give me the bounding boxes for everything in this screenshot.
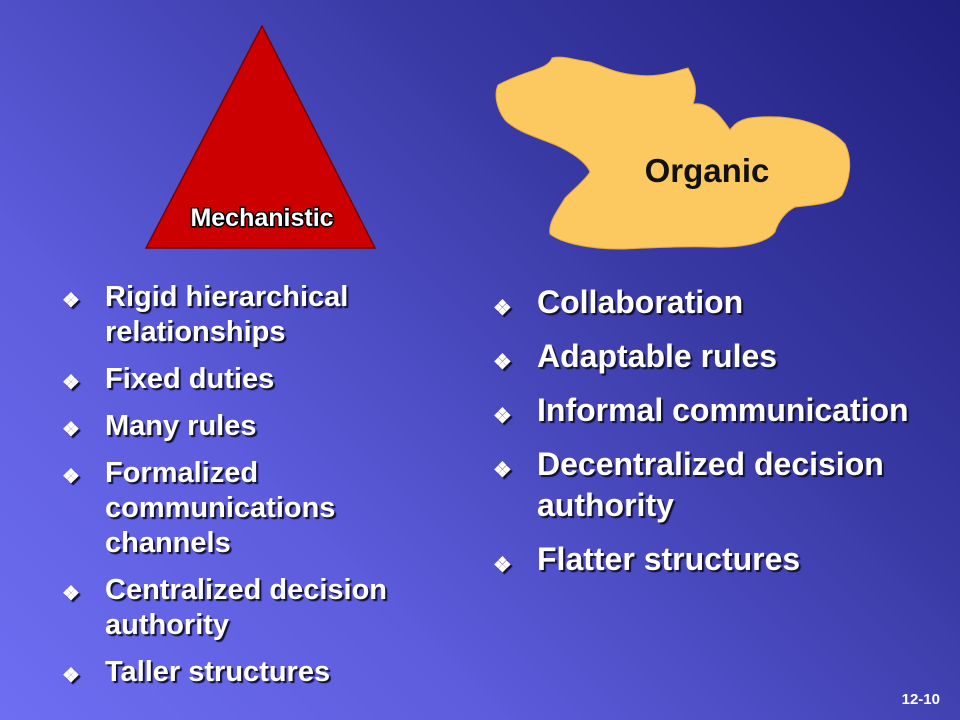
list-item: ❖Taller structures <box>62 655 432 690</box>
bullet-icon: ❖ <box>62 372 80 394</box>
bullet-icon: ❖ <box>493 351 512 374</box>
bullet-icon: ❖ <box>493 297 512 320</box>
mechanistic-triangle <box>144 24 377 249</box>
bullet-icon: ❖ <box>62 665 80 687</box>
list-item: ❖Decentralized decision authority <box>493 446 884 523</box>
organic-list: ❖Collaboration ❖Adaptable rules ❖Informa… <box>493 282 913 593</box>
list-item: ❖Flatter structures <box>493 539 913 580</box>
list-item: ❖Centralized decision authority <box>62 574 388 641</box>
list-item: ❖Collaboration <box>493 282 913 323</box>
bullet-icon: ❖ <box>62 466 80 488</box>
list-item: ❖Fixed duties <box>62 362 432 397</box>
bullet-icon: ❖ <box>62 583 80 605</box>
mechanistic-list: ❖Rigid hierarchical relationships ❖Fixed… <box>62 280 432 702</box>
list-item: ❖Informal communication <box>493 390 913 431</box>
list-item: ❖Rigid hierarchical relationships <box>62 281 349 348</box>
bullet-icon: ❖ <box>62 419 80 441</box>
list-item: ❖Formalized communications channels <box>62 457 336 559</box>
bullet-icon: ❖ <box>493 405 512 428</box>
shapes-layer: Mechanistic Organic <box>144 24 851 250</box>
bullet-icon: ❖ <box>62 290 80 312</box>
organic-blob <box>495 56 851 250</box>
mechanistic-label: Mechanistic <box>190 204 333 232</box>
organic-label: Organic <box>645 152 770 189</box>
bullet-icon: ❖ <box>493 459 512 482</box>
page-number: 12-10 <box>901 691 940 708</box>
list-item: ❖Many rules <box>62 409 432 444</box>
list-item: ❖Adaptable rules <box>493 336 913 377</box>
bullet-icon: ❖ <box>493 554 512 577</box>
